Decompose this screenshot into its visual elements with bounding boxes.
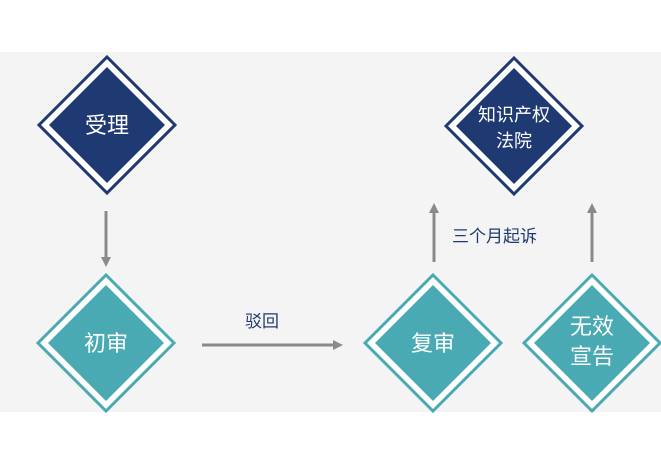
node-invalidation: 无效 宣告: [521, 272, 661, 414]
node-invalidation-label-line1: 无效: [570, 315, 614, 340]
edge-label-reject: 驳回: [245, 312, 279, 332]
node-ip-court-label-line2: 法院: [496, 131, 532, 152]
node-reexamination: 复审: [362, 272, 504, 414]
node-acceptance-label: 受理: [85, 114, 129, 139]
node-ip-court-label-line1: 知识产权: [478, 105, 550, 126]
node-acceptance: 受理: [36, 54, 178, 196]
node-preliminary: 初审: [35, 272, 177, 414]
edge-label-lawsuit: 三个月起诉: [452, 227, 537, 247]
node-reexamination-label: 复审: [411, 332, 455, 357]
node-preliminary-label: 初审: [84, 332, 128, 357]
node-invalidation-label-line2: 宣告: [570, 345, 614, 370]
node-ip-court: 知识产权 法院: [443, 55, 585, 197]
